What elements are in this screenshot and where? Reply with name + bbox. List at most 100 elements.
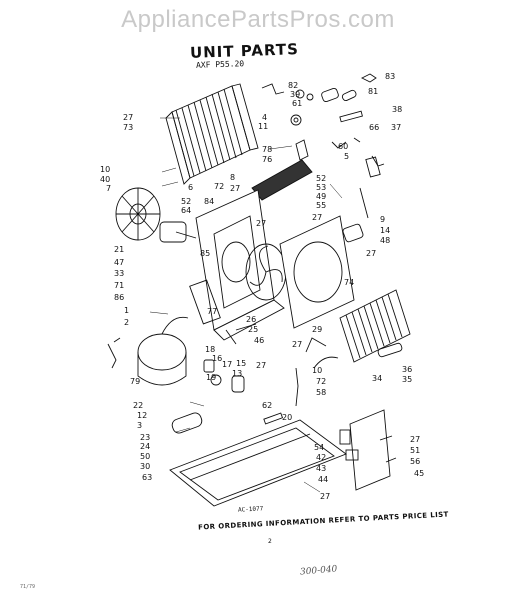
label-47: 47 [114,258,124,267]
label-36: 36 [402,365,412,374]
part-labels: 83 82 39 81 61 38 4 11 66 37 27 73 60 5 … [100,72,424,501]
label-72a: 72 [214,182,224,191]
filter-strip [251,139,313,201]
label-13: 13 [232,369,242,378]
capacitor [342,155,385,243]
label-12: 12 [137,411,147,420]
label-52b: 52 [181,197,191,206]
label-85: 85 [200,249,210,258]
watermark: AppliancePartsPros.com [121,6,395,33]
label-22: 22 [133,401,143,410]
label-83: 83 [385,72,395,81]
tubing [295,337,339,407]
label-27e: 27 [366,249,376,258]
label-71: 71 [114,281,124,290]
label-64: 64 [181,206,191,215]
label-86: 86 [114,293,124,302]
label-17: 17 [222,360,232,369]
label-8: 8 [230,173,235,182]
label-6: 6 [188,183,193,192]
label-39: 39 [290,90,300,99]
bulkhead [189,189,285,341]
label-27c: 27 [312,213,322,222]
label-43: 43 [316,464,326,473]
label-27i: 27 [320,492,330,501]
label-19: 19 [206,373,216,382]
label-20: 20 [282,413,292,422]
label-82: 82 [288,81,298,90]
label-60: 60 [338,142,348,151]
label-7: 7 [106,184,111,193]
label-40a: 40 [100,175,110,184]
label-27b: 27 [230,184,240,193]
label-35: 35 [402,375,412,384]
label-79: 79 [130,377,140,386]
label-58: 58 [316,388,326,397]
label-45: 45 [414,469,424,478]
fan-shroud [279,215,355,329]
label-72b: 72 [316,377,326,386]
label-77: 77 [207,307,217,316]
label-27h: 27 [410,435,420,444]
condenser-coil [165,83,259,185]
label-2: 2 [124,318,129,327]
label-49: 49 [316,192,326,201]
label-34: 34 [372,374,382,383]
label-10b: 10 [312,366,322,375]
label-1: 1 [124,306,129,315]
label-33: 33 [114,269,124,278]
compressor [107,316,189,386]
label-84: 84 [204,197,214,206]
label-78: 78 [262,145,272,154]
label-29: 29 [312,325,322,334]
label-5: 5 [344,152,349,161]
drawing-code: AC-1077 [237,505,264,514]
label-37: 37 [391,123,401,132]
label-26: 26 [246,315,256,324]
evaporator-coil [339,289,411,363]
label-14: 14 [380,226,390,235]
label-25: 25 [248,325,258,334]
label-18: 18 [205,345,215,354]
label-61: 61 [292,99,302,108]
label-30: 30 [140,462,150,471]
label-81: 81 [368,87,378,96]
top-right-components [261,73,377,149]
label-27f: 27 [292,340,302,349]
label-11: 11 [258,122,268,131]
label-54: 54 [314,443,324,452]
label-27a: 27 [123,113,133,122]
label-55: 55 [316,201,326,210]
label-62: 62 [262,401,272,410]
label-52a: 52 [316,174,326,183]
control-bracket [339,409,397,491]
label-63: 63 [142,473,152,482]
label-56: 56 [410,457,420,466]
label-50: 50 [140,452,150,461]
label-24: 24 [140,442,150,451]
overload-parts [203,323,257,393]
label-51: 51 [410,446,420,455]
label-9: 9 [380,215,385,224]
label-73: 73 [123,123,133,132]
label-46: 46 [254,336,264,345]
label-53: 53 [316,183,326,192]
label-10a: 10 [100,165,110,174]
label-44: 44 [318,475,328,484]
label-16: 16 [212,354,222,363]
label-74: 74 [344,278,354,287]
label-4: 4 [262,113,267,122]
print-mark: 71/79 [20,584,36,590]
label-3: 3 [137,421,142,430]
label-48: 48 [380,236,390,245]
label-15: 15 [236,359,246,368]
label-76: 76 [262,155,272,164]
label-21: 21 [114,245,124,254]
label-38: 38 [392,105,402,114]
page-number: 2 [268,538,272,545]
label-42: 42 [316,453,326,462]
label-23: 23 [140,433,150,442]
label-66: 66 [369,123,379,132]
blower-wheel [115,187,197,243]
